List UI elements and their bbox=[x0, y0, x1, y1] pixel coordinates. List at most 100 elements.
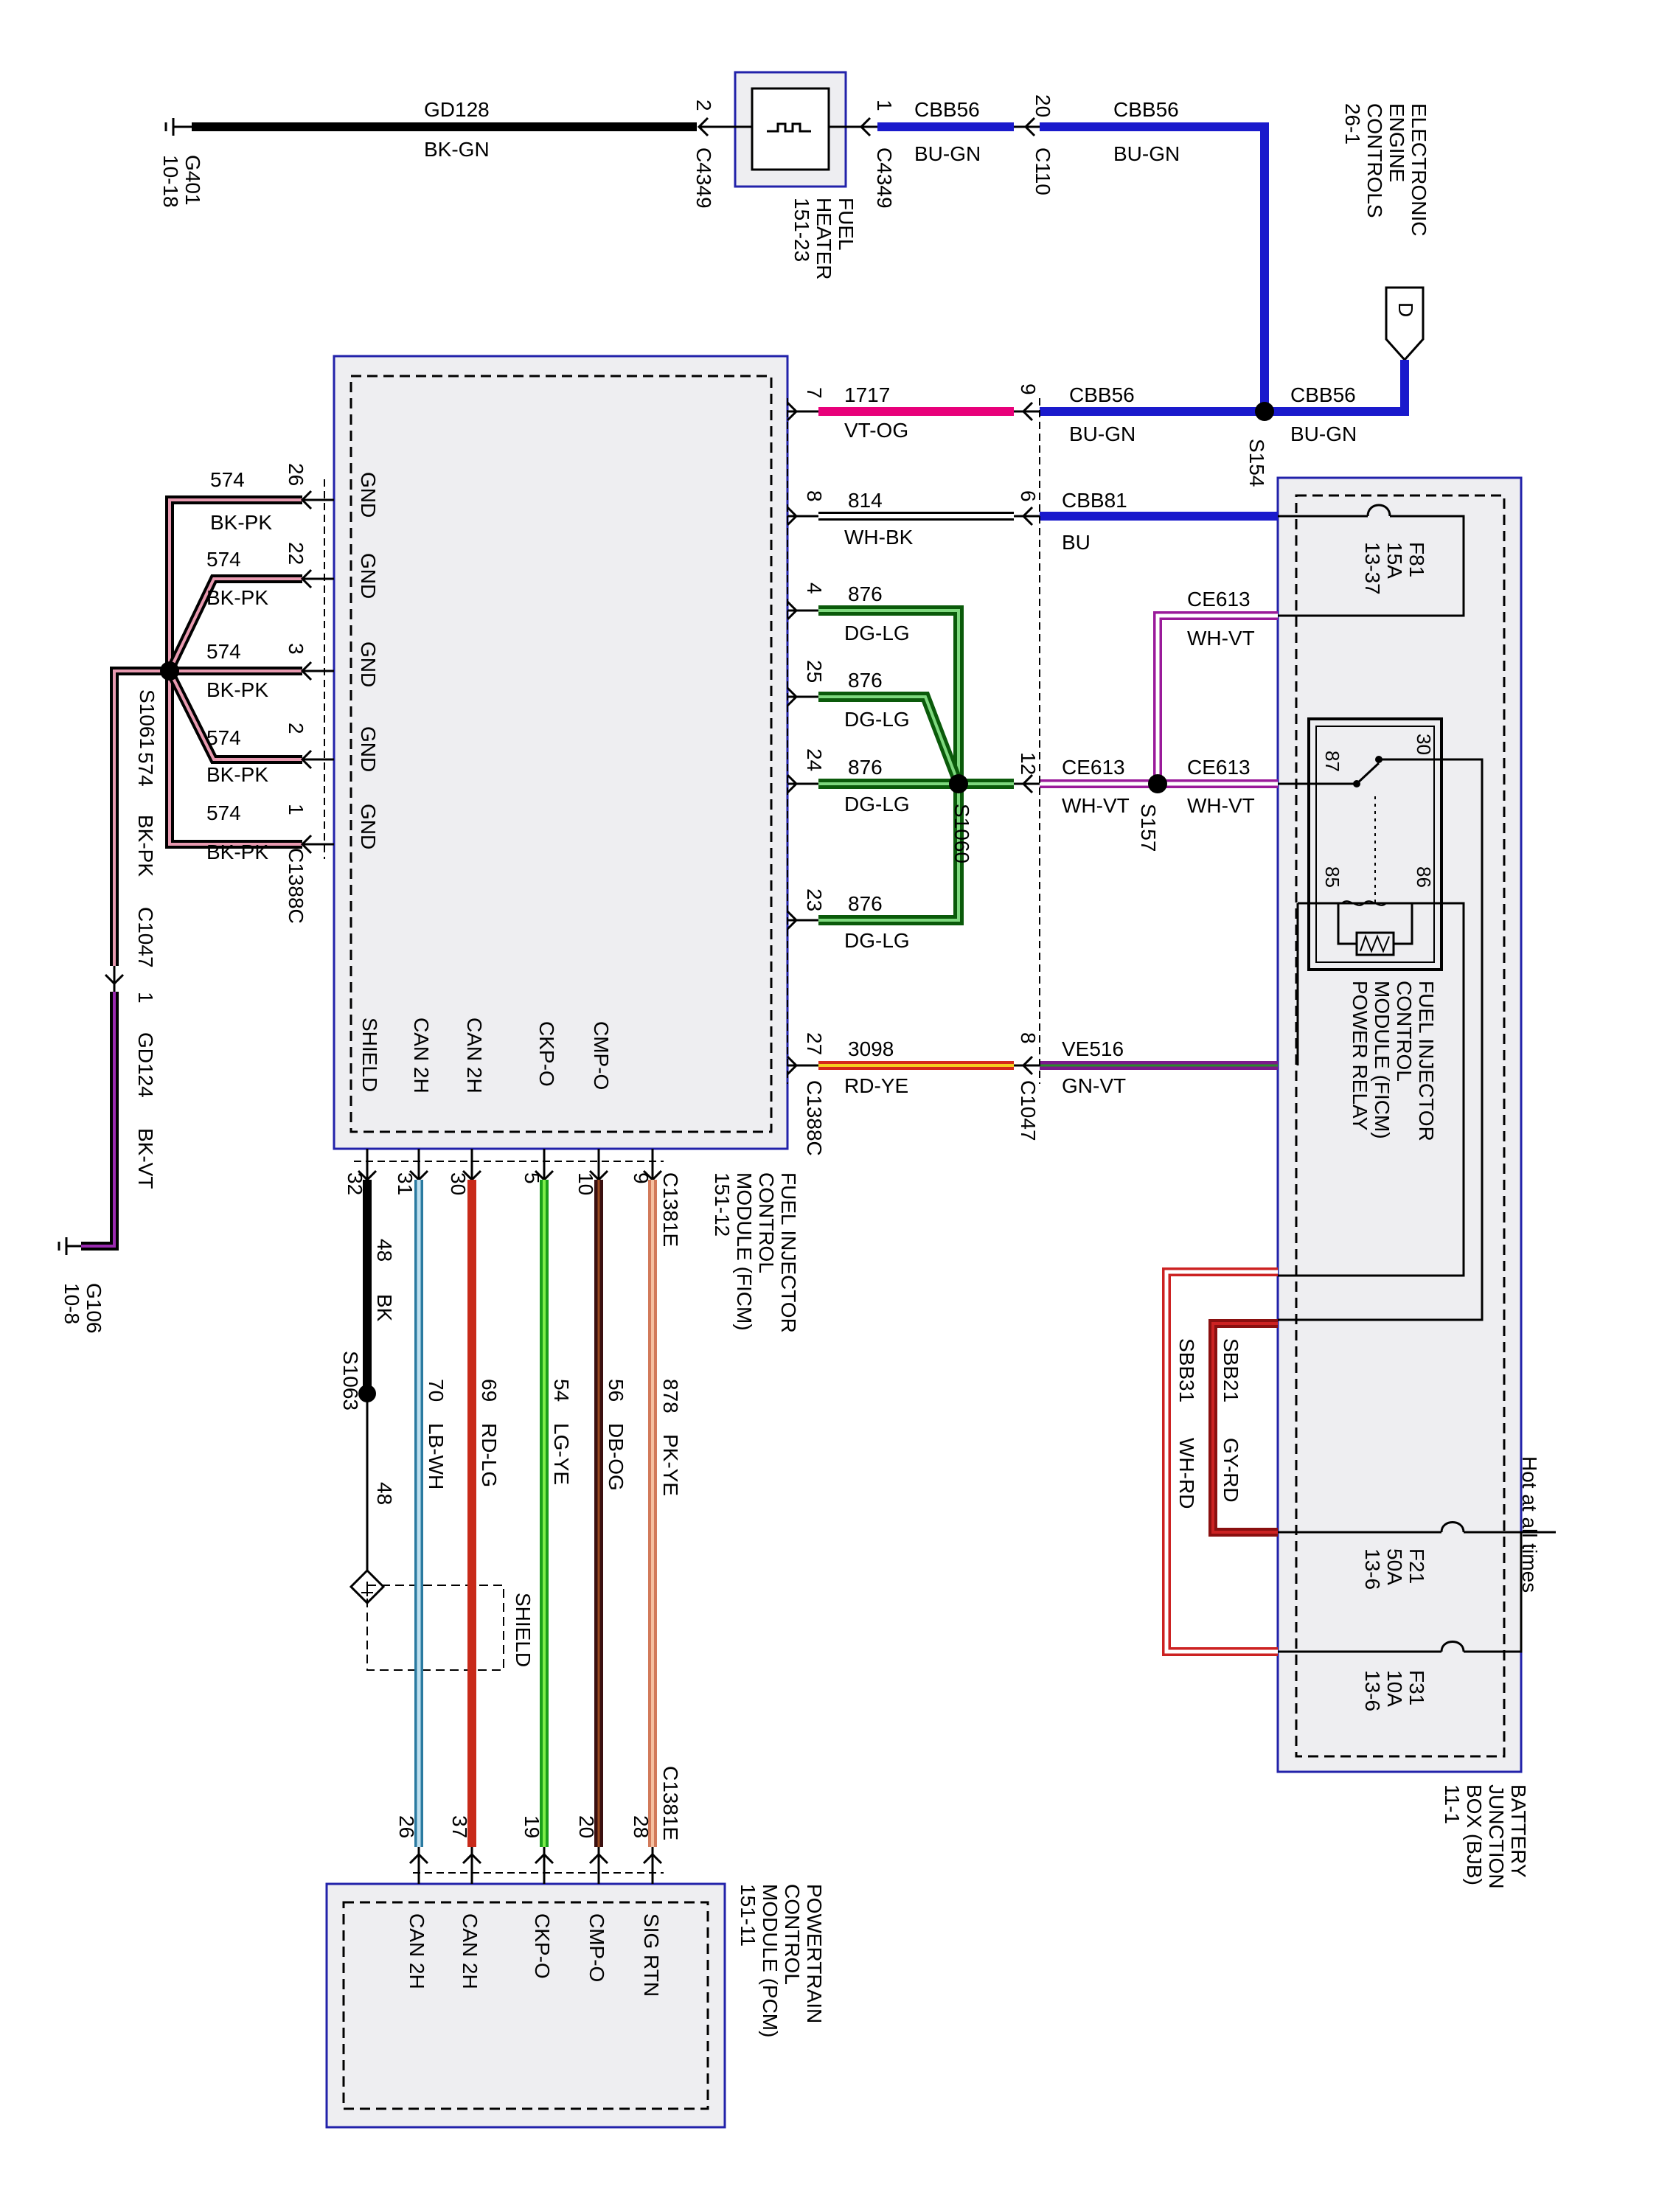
page-ref-label: D bbox=[1394, 302, 1417, 317]
ficm-pin-label: CKP-O bbox=[535, 1021, 558, 1087]
ficm-module-box bbox=[333, 355, 789, 1150]
ficm-inner-box bbox=[349, 375, 773, 1133]
relay-switch-icon bbox=[1355, 762, 1380, 785]
wire-label: DG-LG bbox=[844, 622, 910, 644]
wire-label: 814 bbox=[848, 489, 883, 512]
page-ref-d-flag bbox=[1385, 286, 1425, 362]
connector-label: C4349 bbox=[692, 147, 715, 209]
gnd-pin-label: GND bbox=[357, 804, 380, 849]
fuse-f31-icon bbox=[1440, 1641, 1465, 1652]
ficm-power-relay-box bbox=[1307, 717, 1443, 971]
splice-s1060 bbox=[949, 774, 968, 793]
wire-cbb56-d bbox=[1265, 383, 1409, 416]
wire-label: BU-GN bbox=[914, 142, 981, 165]
wire-label: 876 bbox=[848, 892, 883, 915]
pin-label: 20 bbox=[575, 1815, 598, 1838]
wire-label: WH-VT bbox=[1187, 627, 1255, 650]
wire-label: CE613 bbox=[1187, 756, 1251, 779]
wire-label: BU-GN bbox=[1113, 142, 1180, 165]
relay-pin: 85 bbox=[1321, 866, 1343, 888]
wire-label: CBB56 bbox=[1069, 383, 1135, 406]
wire-876-bundle bbox=[818, 605, 1014, 925]
connector-label: C1381E bbox=[659, 1172, 682, 1247]
wire-label: 574 bbox=[206, 726, 241, 749]
pin-label: 2 bbox=[285, 723, 307, 734]
shield-label: SHIELD bbox=[512, 1593, 535, 1667]
pcm-title: CONTROL bbox=[781, 1884, 804, 1985]
pin-label: 32 bbox=[344, 1172, 366, 1195]
eec-label: 26-1 bbox=[1341, 103, 1364, 145]
pin-label: 4 bbox=[803, 582, 826, 594]
wire-label: BK-PK bbox=[206, 586, 268, 609]
wire-label: BK-PK bbox=[206, 763, 268, 786]
pin-label: 2 bbox=[692, 100, 715, 111]
wire-label: 1717 bbox=[844, 383, 890, 406]
splice-label: S1063 bbox=[339, 1351, 362, 1411]
wire-label: 876 bbox=[848, 756, 883, 779]
connector-label: C1047 bbox=[1017, 1080, 1040, 1141]
pin-label: 12 bbox=[1017, 752, 1040, 775]
wire-label: VE516 bbox=[1062, 1037, 1124, 1060]
pin-label: 27 bbox=[803, 1032, 826, 1055]
ficm-pin-label: CMP-O bbox=[590, 1021, 613, 1090]
ficm-title: CONTROL bbox=[755, 1172, 778, 1273]
wire-gd124 bbox=[81, 992, 119, 1251]
wire-label: DG-LG bbox=[844, 708, 910, 731]
c4349-right-arrow bbox=[859, 116, 872, 137]
wire-cbb56-b bbox=[1040, 122, 1269, 411]
wire-label: GD128 bbox=[424, 98, 490, 121]
bjb-title: JUNCTION bbox=[1485, 1784, 1508, 1889]
pcm-pin-label: CAN 2H bbox=[459, 1913, 481, 1989]
pin-label: 1 bbox=[134, 992, 157, 1004]
wire-label: DG-LG bbox=[844, 929, 910, 952]
splice-label: S154 bbox=[1245, 439, 1268, 487]
connector-label: C1388C bbox=[803, 1080, 826, 1156]
fuse-label: 13-6 bbox=[1361, 1670, 1384, 1711]
ficm-pin-label: CAN 2H bbox=[410, 1018, 433, 1093]
wire-label: 70 bbox=[425, 1379, 448, 1402]
fuel-heater-label: FUEL bbox=[835, 198, 858, 251]
wire-label: 876 bbox=[848, 669, 883, 692]
wire-label: 54 bbox=[550, 1379, 573, 1402]
wire-label: BU-GN bbox=[1069, 422, 1135, 445]
pin-label: 6 bbox=[1017, 490, 1040, 502]
ficm-title: FUEL INJECTOR bbox=[777, 1172, 800, 1333]
splice-s154 bbox=[1255, 402, 1274, 421]
pin-label: 22 bbox=[285, 542, 307, 565]
pin-label: 37 bbox=[448, 1815, 471, 1838]
pin-label: 19 bbox=[521, 1815, 543, 1838]
relay-pin: 86 bbox=[1413, 866, 1435, 888]
wire-label: 574 bbox=[206, 640, 241, 663]
pin-label: 1 bbox=[285, 804, 307, 815]
wire-label: BU bbox=[1062, 531, 1091, 554]
ficm-pin-label: SHIELD bbox=[358, 1018, 381, 1092]
pin-label: 9 bbox=[1017, 383, 1040, 395]
ground-g401-ref: 10-18 bbox=[159, 155, 182, 208]
wire-label: WH-BK bbox=[844, 526, 914, 549]
wire-label: BK-PK bbox=[206, 678, 268, 701]
pcm-pin-label: CMP-O bbox=[585, 1913, 608, 1982]
wire-label: CE613 bbox=[1062, 756, 1125, 779]
connector-label: C1047 bbox=[134, 907, 157, 968]
ground-g106-icon bbox=[58, 1237, 81, 1255]
pcm-pin-label: CAN 2H bbox=[406, 1913, 428, 1989]
pin-label: 30 bbox=[447, 1172, 470, 1195]
bjb-box bbox=[1276, 476, 1523, 1773]
splice-s1061 bbox=[160, 661, 179, 681]
wire-label: CBB56 bbox=[1113, 98, 1179, 121]
connector-label: C110 bbox=[1032, 147, 1054, 195]
fuse-label: F81 bbox=[1405, 542, 1428, 577]
wire-label: CE613 bbox=[1187, 588, 1251, 611]
ficm-pin-label: CAN 2H bbox=[463, 1018, 486, 1093]
pcm-title: POWERTRAIN bbox=[803, 1884, 826, 2023]
pin-label: 20 bbox=[1032, 94, 1054, 117]
wire-label: BK-VT bbox=[134, 1128, 157, 1189]
splice-label: S157 bbox=[1137, 804, 1160, 852]
eec-label: ENGINE bbox=[1385, 103, 1408, 182]
relay-label: CONTROL bbox=[1393, 981, 1416, 1082]
ficm-title: 151-12 bbox=[711, 1172, 734, 1237]
fuse-f81-icon bbox=[1366, 504, 1391, 517]
bjb-title: 11-1 bbox=[1441, 1784, 1464, 1824]
